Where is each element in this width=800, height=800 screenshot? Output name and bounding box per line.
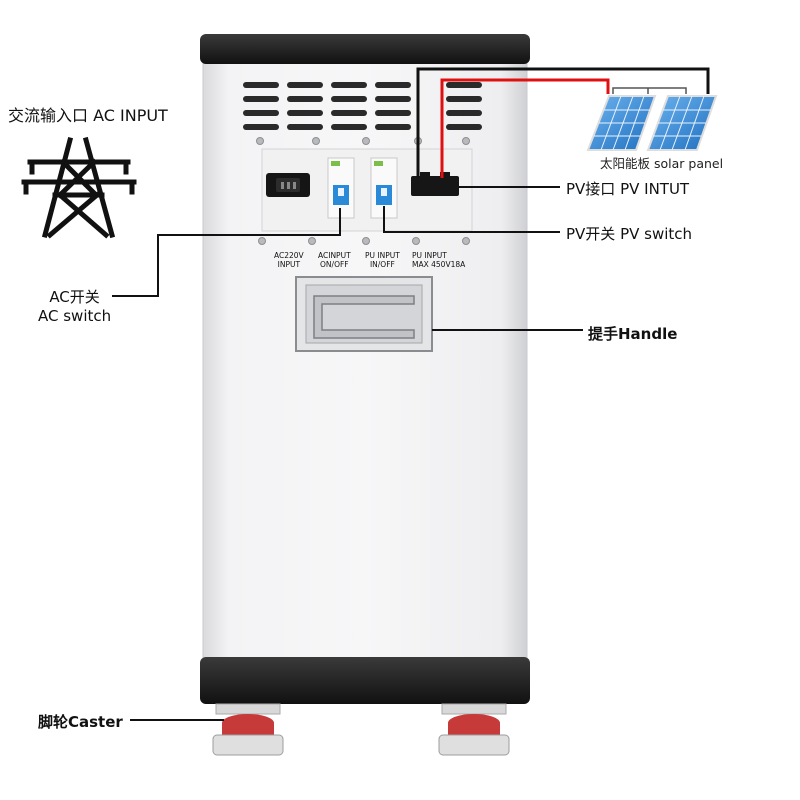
handle-label: 提手Handle — [588, 325, 678, 343]
pv-input-label: PV接口 PV INTUT — [566, 180, 690, 198]
top-cap — [200, 34, 530, 64]
panel-label-ac220v-line2: INPUT — [277, 260, 301, 269]
panel-label-pumax: PU INPUT MAX 450V18A — [412, 251, 465, 269]
panel-label-acinput-line1: ACINPUT — [318, 251, 351, 260]
panel-label-puinput-line1: PU INPUT — [365, 251, 400, 260]
panel-label-puinput: PU INPUT IN/OFF — [365, 251, 400, 269]
callout-lines — [112, 186, 583, 721]
panel-label-ac220v: AC220V INPUT — [274, 251, 304, 269]
solar-panel-label: 太阳能板 solar panel — [600, 156, 724, 171]
panel-label-puinput-line2: IN/OFF — [369, 260, 395, 269]
panel-label-pumax-line1: PU INPUT — [412, 251, 447, 260]
panel-label-acinput: ACINPUT ON/OFF — [318, 251, 351, 269]
panel-label-ac220v-line1: AC220V — [274, 251, 304, 260]
pv-connector — [411, 172, 459, 196]
ac-switch-label: AC开关 AC switch — [38, 288, 111, 326]
vent-grille — [243, 82, 482, 130]
caster-left — [212, 703, 284, 756]
power-tower-icon — [21, 136, 137, 239]
ac-switch-label-en: AC switch — [38, 307, 112, 325]
bottom-cap — [200, 657, 530, 704]
ac-input-label: 交流输入口 AC INPUT — [8, 106, 168, 125]
panel-label-acinput-line2: ON/OFF — [320, 260, 349, 269]
ac-switch-callout-line — [112, 208, 341, 297]
caster-label: 脚轮Caster — [38, 713, 123, 731]
pv-switch-label: PV开关 PV switch — [566, 225, 693, 243]
caster-right — [438, 703, 510, 756]
ac-breaker — [327, 157, 355, 219]
pv-wires — [416, 67, 710, 178]
ac-inlet — [266, 173, 310, 197]
handle — [295, 276, 433, 352]
panel-label-pumax-line2: MAX 450V18A — [412, 260, 466, 269]
pv-switch-callout-line — [383, 206, 560, 233]
ac-switch-label-cn: AC开关 — [49, 288, 100, 306]
solar-panel-icon — [586, 87, 718, 151]
cabinet — [200, 34, 530, 704]
